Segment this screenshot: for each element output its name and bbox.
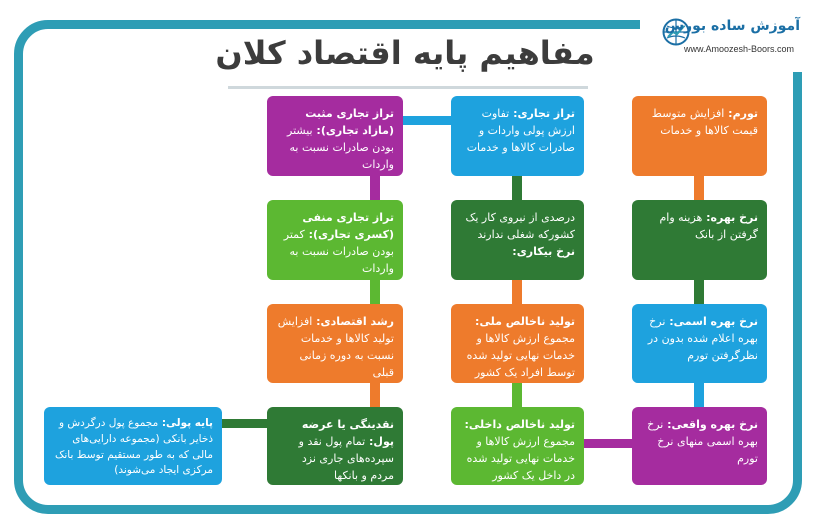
desc-real-rate: نرخ بهره اسمی منهای نرخ تورم [647,418,758,466]
teal-frame [14,20,802,514]
box-gdp: تولید ناخالص داخلی: مجموع ارزش کالاها و … [451,407,584,485]
desc-inflation: افزایش متوسط قیمت کالاها و خدمات [651,107,758,138]
connector-inflation-interest [694,176,704,200]
term-inflation: تورم: [724,107,758,120]
globe-chart-icon [662,18,690,46]
term-interest-rate: نرخ بهره: [702,211,758,224]
desc-liquidity: تمام پول نقد و سپرده‌های جاری نزد مردم و… [298,435,394,483]
box-trade-balance: تراز تجاری: تفاوت ارزش پولی واردات و صاد… [451,96,584,176]
connector-gdp-gnp [512,383,522,407]
connector-surplus-deficit [370,176,380,200]
term-trade-deficit: تراز تجاری منفی (کسری تجاری): [302,211,394,242]
term-trade-balance: تراز تجاری: [509,107,575,120]
connector-nominal-real [694,383,704,407]
term-unemployment: نرخ بیکاری: [512,245,575,259]
connector-growth-liquidity [370,383,380,407]
connector-unemployment-trade [512,176,522,200]
desc-trade-balance: تفاوت ارزش پولی واردات و صادرات کالاها و… [466,107,575,155]
connector-interest-nominal [694,280,704,304]
connector-deficit-growth [370,280,380,304]
connector-trade-surplus [403,116,451,125]
desc-gnp: مجموع ارزش کالاها و خدمات نهایی تولید شد… [466,332,575,380]
box-liquidity: نقدینگی یا عرضه پول: تمام پول نقد و سپرد… [267,407,403,485]
desc-base-money: مجموع پول درگردش و ذخایر بانکی (مجموعه د… [54,417,213,477]
title-underline [228,86,588,89]
box-trade-surplus: تراز تجاری مثبت (مازاد تجاری): بیشتر بود… [267,96,403,176]
connector-real-gdp [584,439,632,448]
term-liquidity: نقدینگی یا عرضه پول: [301,418,394,449]
desc-gdp: مجموع ارزش کالاها و خدمات نهایی تولید شد… [466,435,575,483]
box-inflation: تورم: افزایش متوسط قیمت کالاها و خدمات [632,96,767,176]
term-gnp: تولید ناخالص ملی: [475,315,575,328]
box-interest-rate: نرخ بهره: هزینه وام گرفتن از بانک [632,200,767,280]
logo-url[interactable]: www.Amoozesh-Boors.com [683,44,795,54]
box-base-money: پایه پولی: مجموع پول درگردش و ذخایر بانک… [44,407,222,485]
box-nominal-rate: نرخ بهره اسمی: نرخ بهره اعلام شده بدون د… [632,304,767,383]
term-real-rate: نرخ بهره واقعی: [663,418,758,431]
term-gdp: تولید ناخالص داخلی: [464,418,575,431]
box-unemployment: درصدی از نیروی کار یک کشورکه شغلی ندارند… [451,200,584,280]
box-growth: رشد اقتصادی: افزایش تولید کالاها و خدمات… [267,304,403,383]
desc-trade-deficit: کمتر بودن صادرات نسبت به واردات [283,228,394,276]
desc-unemployment: درصدی از نیروی کار یک کشورکه شغلی ندارند [465,211,575,242]
box-real-rate: نرخ بهره واقعی: نرخ بهره اسمی منهای نرخ … [632,407,767,485]
box-gnp: تولید ناخالص ملی: مجموع ارزش کالاها و خد… [451,304,584,383]
box-trade-deficit: تراز تجاری منفی (کسری تجاری): کمتر بودن … [267,200,403,280]
site-logo[interactable]: آموزش ساده بورس www.Amoozesh-Boors.com [656,14,802,60]
term-base-money: پایه پولی: [158,417,213,429]
page-title: مفاهیم پایه اقتصاد کلان [215,34,595,72]
term-trade-surplus: تراز تجاری مثبت (مازاد تجاری): [305,107,394,138]
frame-gap [640,10,815,72]
connector-gnp-unemployment [512,280,522,304]
desc-growth: افزایش تولید کالاها و خدمات نسبت به دوره… [277,315,394,380]
logo-name: آموزش ساده بورس [664,18,800,34]
term-nominal-rate: نرخ بهره اسمی: [665,315,758,328]
connector-liquidity-base [222,419,270,428]
desc-trade-surplus: بیشتر بودن صادرات نسبت به واردات [287,124,394,172]
term-growth: رشد اقتصادی: [312,315,394,328]
desc-interest-rate: هزینه وام گرفتن از بانک [659,211,758,242]
desc-nominal-rate: نرخ بهره اعلام شده بدون در نظرگرفتن تورم [647,315,758,363]
